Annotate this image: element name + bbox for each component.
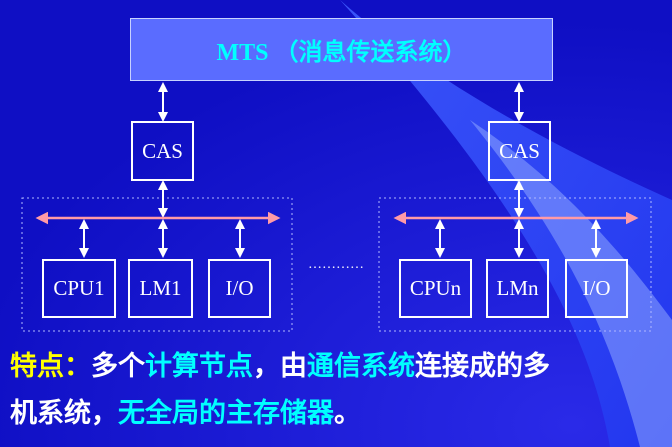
left-io-box: I/O xyxy=(208,259,271,318)
left-io-label: I/O xyxy=(225,276,254,300)
caption-seg: 连接成的多 xyxy=(415,351,550,382)
caption-seg: 无全局的主存储器 xyxy=(118,398,334,429)
right-cas-label: CAS xyxy=(499,138,540,163)
mts-label: MTS （消息传送系统） xyxy=(216,40,467,66)
caption-seg: ，由 xyxy=(253,351,307,382)
left-cas-box: CAS xyxy=(131,121,194,181)
right-lm-box: LMn xyxy=(486,259,549,318)
caption-seg: 多个 xyxy=(91,351,145,382)
caption-seg: 通信系统 xyxy=(307,351,415,382)
caption-seg: 机系统， xyxy=(10,398,118,429)
left-cpu-label: CPU1 xyxy=(53,276,105,300)
node-ellipsis: ………… xyxy=(308,257,364,272)
left-node-frame xyxy=(21,197,293,332)
right-lm-label: LMn xyxy=(496,276,539,300)
left-lm-box: LM1 xyxy=(128,259,193,318)
caption-seg: 计算节点 xyxy=(145,351,253,382)
right-cas-box: CAS xyxy=(488,121,551,181)
right-io-label: I/O xyxy=(582,276,611,300)
caption-line-2: 机系统，无全局的主存储器。 xyxy=(10,392,672,436)
left-cpu-box: CPU1 xyxy=(42,259,116,318)
left-cas-label: CAS xyxy=(142,138,183,163)
right-cpu-label: CPUn xyxy=(409,276,462,300)
left-lm-label: LM1 xyxy=(139,276,182,300)
caption-seg: 。 xyxy=(334,398,361,429)
right-cpu-box: CPUn xyxy=(399,259,472,318)
caption-seg: 特点： xyxy=(10,351,91,382)
caption-line-1: 特点：多个计算节点，由通信系统连接成的多 xyxy=(10,345,672,389)
mts-box: MTS （消息传送系统） xyxy=(130,18,553,81)
right-io-box: I/O xyxy=(565,259,628,318)
